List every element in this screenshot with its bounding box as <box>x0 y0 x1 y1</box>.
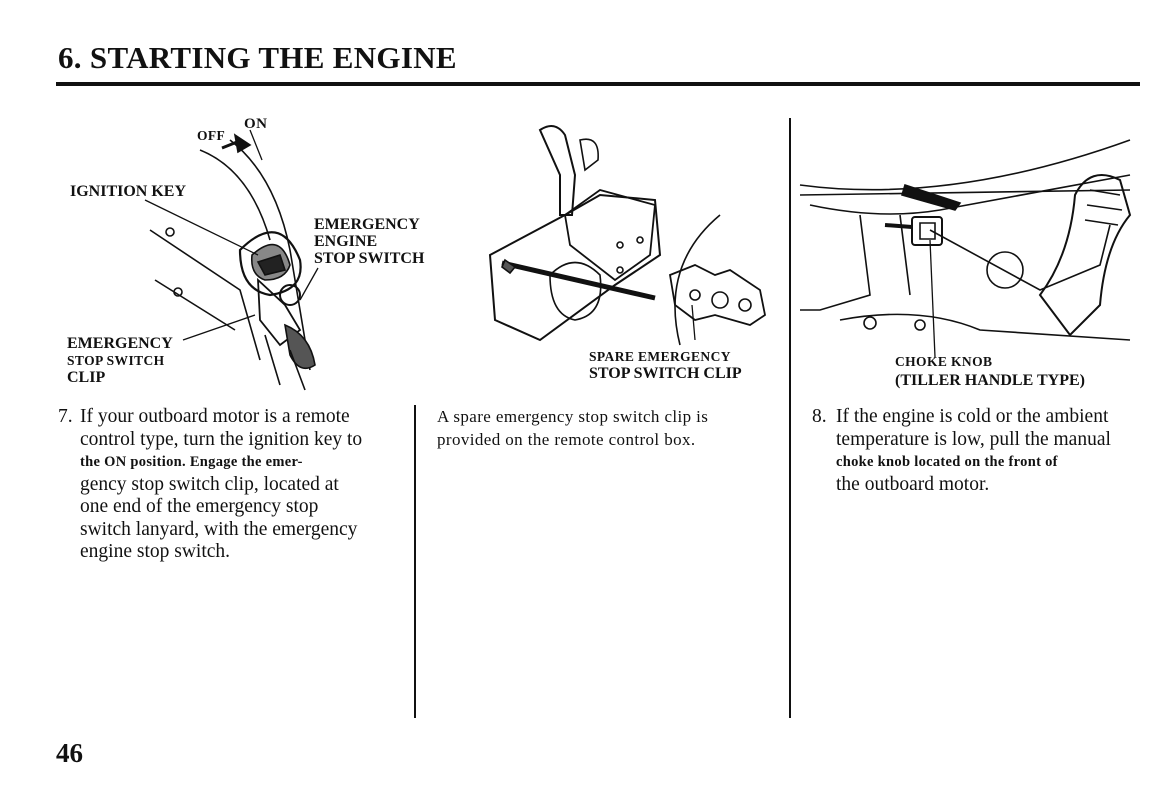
section-title: 6. STARTING THE ENGINE <box>58 40 457 75</box>
ignition-key-label: IGNITION KEY <box>70 183 187 200</box>
on-label: ON <box>244 116 268 132</box>
choke-knob-illustration-icon <box>800 135 1140 350</box>
column-divider-left <box>414 405 416 718</box>
step-7-number: 7. <box>58 406 73 427</box>
step-7-text: If your outboard motor is a remote contr… <box>80 406 363 562</box>
step-8-text: If the engine is cold or the ambient tem… <box>836 406 1111 495</box>
stop-switch-clip-label: EMERGENCY STOP SWITCH CLIP <box>67 335 173 386</box>
page-number: 46 <box>56 738 83 768</box>
step-8-number: 8. <box>812 406 827 427</box>
off-label: OFF <box>197 128 226 143</box>
remote-control-box-illustration-icon <box>480 115 780 355</box>
title-rule <box>56 82 1140 86</box>
choke-knob-label: CHOKE KNOB (TILLER HANDLE TYPE) <box>895 354 1085 389</box>
engine-stop-switch-label: EMERGENCY ENGINE STOP SWITCH <box>314 216 425 267</box>
spare-clip-text: A spare emergency stop switch clip is pr… <box>437 407 709 449</box>
column-divider-right <box>789 118 791 718</box>
spare-clip-label: SPARE EMERGENCY STOP SWITCH CLIP <box>589 349 742 382</box>
ignition-switch-illustration-icon <box>140 130 380 400</box>
